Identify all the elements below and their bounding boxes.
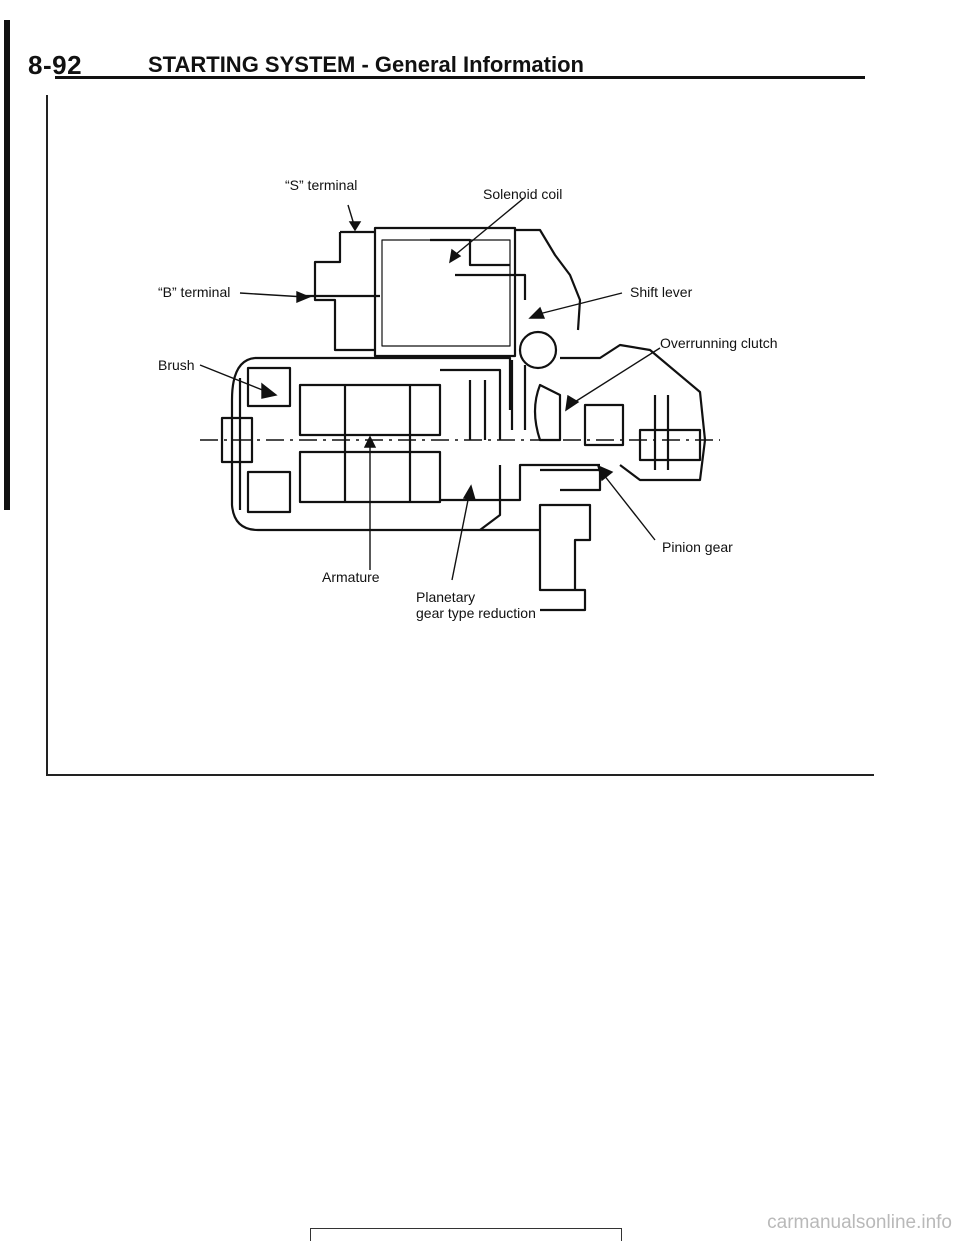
label-armature: Armature	[322, 569, 380, 585]
header-rule	[55, 76, 865, 79]
figure-frame-left	[46, 95, 48, 775]
starter-motor-diagram: “S” terminal Solenoid coil “B” terminal …	[158, 177, 778, 621]
label-s-terminal: “S” terminal	[285, 177, 357, 193]
solenoid	[300, 226, 582, 358]
figure-frame-bottom	[46, 774, 874, 776]
footer-box	[310, 1228, 622, 1241]
label-pinion-gear: Pinion gear	[662, 539, 733, 555]
motor-housing	[200, 330, 720, 612]
label-shift-lever: Shift lever	[630, 284, 693, 300]
label-planetary-line1: Planetary	[416, 589, 475, 605]
label-solenoid-coil: Solenoid coil	[483, 186, 562, 202]
callout-labels: “S” terminal Solenoid coil “B” terminal …	[158, 177, 778, 621]
label-b-terminal: “B” terminal	[158, 284, 230, 300]
label-overrunning-clutch: Overrunning clutch	[660, 335, 778, 351]
label-brush: Brush	[158, 357, 195, 373]
page-number: 8-92	[28, 50, 83, 80]
page-title: STARTING SYSTEM - General Information	[148, 52, 584, 77]
label-planetary-line2: gear type reduction	[416, 605, 536, 621]
binding-mark	[4, 20, 10, 510]
watermark: carmanualsonline.info	[767, 1212, 952, 1233]
